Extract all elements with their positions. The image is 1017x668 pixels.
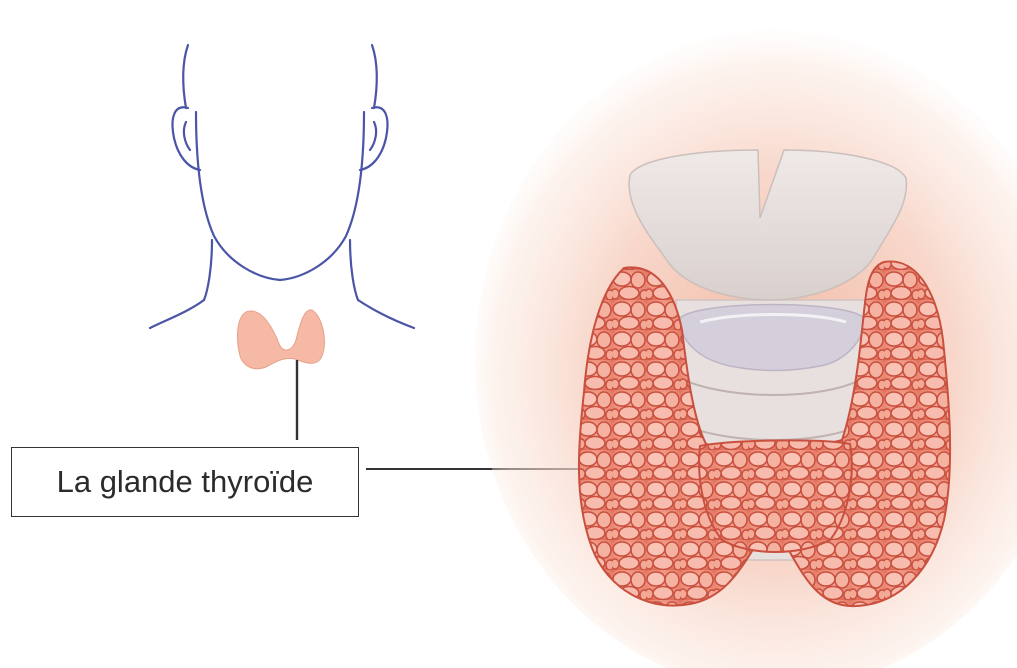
thyroid-illustration [475, 30, 1017, 668]
thyroid-gland-icon [238, 310, 325, 369]
thyroid-label: La glande thyroïde [11, 447, 359, 517]
head-outline-icon [150, 45, 414, 328]
